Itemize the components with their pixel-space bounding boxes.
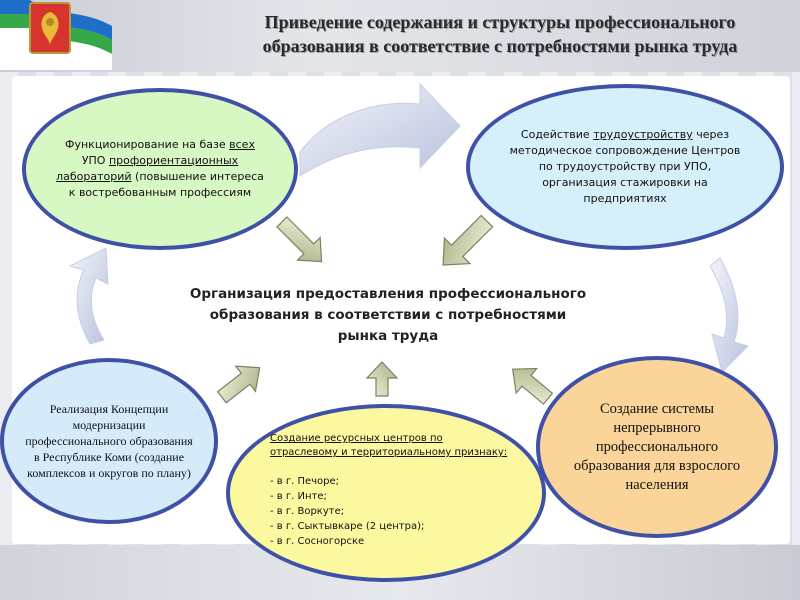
list-item: - в г. Печоре; [270,474,510,489]
arrow-bottom-center [367,362,397,396]
list-item: - в г. Сыктывкаре (2 центра); [270,519,510,534]
list-item: - в г. Воркуте; [270,504,510,519]
central-goal-line-1: Организация предоставления профессиональ… [160,284,616,305]
central-goal-line-2: образования в соответствии с потребностя… [160,305,616,326]
node-bottom-left: Реализация Концепции модернизации профес… [0,358,218,524]
cycle-arrow-right [710,258,748,372]
node-top-right: Содействие трудоустройству через методич… [466,84,784,250]
arrow-top-right [430,208,499,277]
node-bottom-left-text: Реализация Концепции модернизации профес… [22,401,197,481]
node-top-left: Функционирование на базе всех УПО профор… [22,88,298,250]
node-top-left-text-3: УПО [82,154,109,167]
node-top-left-text-2: всех [229,138,255,151]
node-top-right-text: Содействие трудоустройству через методич… [505,127,745,207]
node-top-left-text: Функционирование на базе всех УПО профор… [53,137,268,201]
node-top-right-text-2: трудоустройству [593,128,693,141]
node-bottom-center-list: - в г. Печоре; - в г. Инте; - в г. Ворку… [270,474,510,549]
list-item: - в г. Инте; [270,489,510,504]
list-item: - в г. Сосногорске [270,534,510,549]
node-bottom-right-text: Создание системы непрерывного профессион… [567,400,747,495]
node-top-left-text-1: Функционирование на базе [65,138,229,151]
node-top-right-text-1: Содействие [521,128,593,141]
cycle-arrow-top [300,84,460,176]
arrow-top-left [271,211,333,273]
cycle-arrow-left [70,248,108,344]
node-bottom-right: Создание системы непрерывного профессион… [536,356,778,538]
arrow-bottom-left [212,355,270,410]
central-goal-line-3: рынка труда [160,326,616,347]
central-goal: Организация предоставления профессиональ… [160,284,616,347]
node-bottom-center-title: Создание ресурсных центров по отраслевом… [270,432,510,460]
